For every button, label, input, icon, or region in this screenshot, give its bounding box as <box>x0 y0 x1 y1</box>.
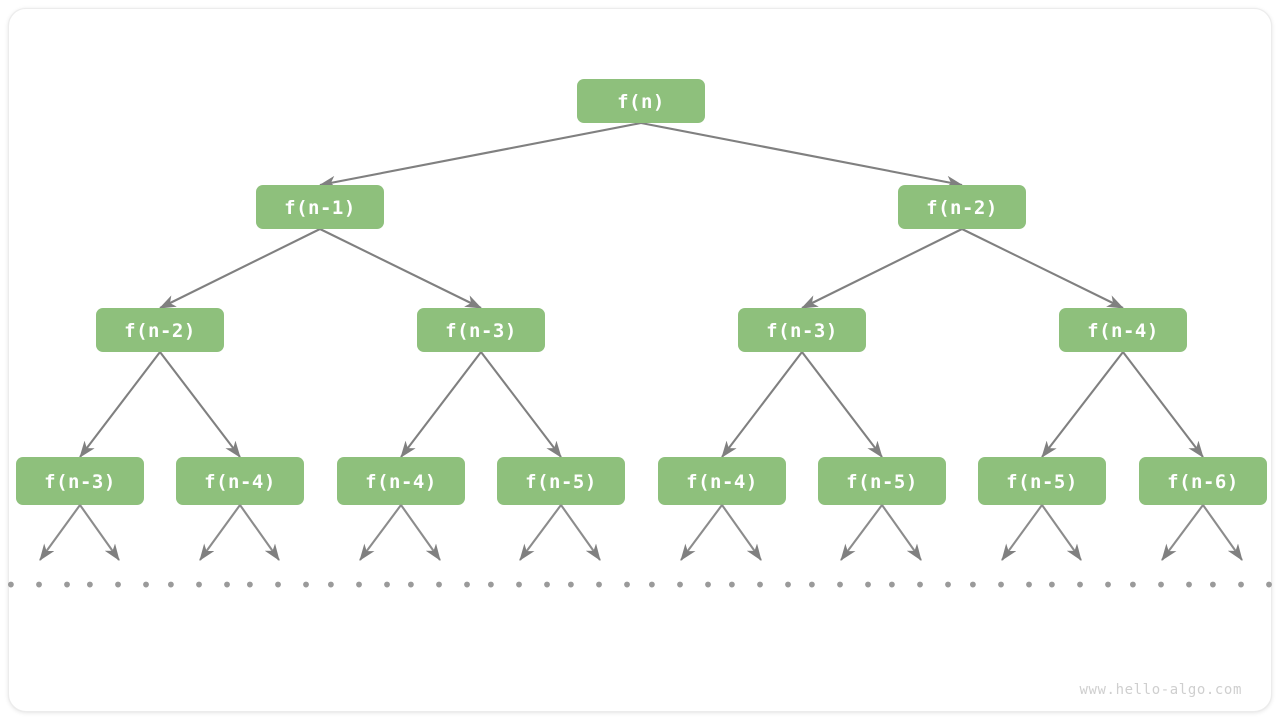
node-label: f(n-1) <box>284 197 356 219</box>
node-label: f(n-5) <box>525 471 597 493</box>
tree-node[interactable]: f(n-4) <box>658 457 786 505</box>
tree-edge <box>480 351 562 458</box>
node-box <box>96 308 224 352</box>
node-label: f(n-3) <box>44 471 116 493</box>
ellipsis-edge <box>1202 504 1243 561</box>
node-box <box>898 185 1026 229</box>
ellipsis-marker: • • • <box>5 573 75 597</box>
node-box <box>738 308 866 352</box>
tree-edge <box>721 351 803 458</box>
ellipsis-marker: • • • <box>726 573 796 597</box>
node-box <box>1059 308 1187 352</box>
tree-edge <box>159 228 321 309</box>
ellipsis-marker: • • • <box>165 573 235 597</box>
ellipsis-marker: • • • <box>405 573 475 597</box>
ellipsis-marker: • • • <box>485 573 555 597</box>
ellipsis-marker: • • • <box>84 573 154 597</box>
ellipsis-edge <box>199 504 241 561</box>
node-label: f(n-5) <box>846 471 918 493</box>
ellipsis-marker: • • • <box>646 573 716 597</box>
tree-edge <box>319 228 482 309</box>
tree-node[interactable]: f(n-3) <box>16 457 144 505</box>
node-label: f(n-4) <box>1087 320 1159 342</box>
edges-layer <box>79 121 1204 458</box>
node-label: f(n-2) <box>926 197 998 219</box>
node-label: f(n-4) <box>686 471 758 493</box>
ellipsis-edge <box>881 504 922 561</box>
ellipsis-edge <box>840 504 883 561</box>
ellipsis-edge <box>721 504 762 561</box>
tree-node[interactable]: f(n-5) <box>978 457 1106 505</box>
node-box <box>818 457 946 505</box>
tree-node[interactable]: f(n-6) <box>1139 457 1267 505</box>
tree-node[interactable]: f(n-3) <box>417 308 545 352</box>
ellipsis-layer: • • • • • • • • • • • • • • • • • • • • • • • •… <box>5 504 1277 597</box>
ellipsis-marker: • • • <box>967 573 1037 597</box>
ellipsis-edge <box>1161 504 1204 561</box>
tree-node[interactable]: f(n) <box>577 79 705 123</box>
ellipsis-edge <box>359 504 402 561</box>
node-box <box>256 185 384 229</box>
tree-edge <box>1041 351 1124 458</box>
ellipsis-marker: • • • <box>325 573 395 597</box>
figure-card <box>8 8 1272 712</box>
node-label: f(n-5) <box>1006 471 1078 493</box>
tree-edge <box>318 121 642 189</box>
tree-edge <box>961 228 1124 309</box>
ellipsis-marker: • • • <box>1207 573 1277 597</box>
tree-edge <box>801 228 963 309</box>
tree-node[interactable]: f(n-2) <box>898 185 1026 229</box>
ellipsis-marker: • • • <box>1046 573 1116 597</box>
tree-node[interactable]: f(n-4) <box>337 457 465 505</box>
ellipsis-edge <box>1041 504 1082 561</box>
node-box <box>16 457 144 505</box>
node-box <box>577 79 705 123</box>
tree-edge <box>801 351 883 458</box>
tree-node[interactable]: f(n-4) <box>176 457 304 505</box>
ellipsis-edge <box>680 504 723 561</box>
tree-edge <box>79 351 161 458</box>
node-label: f(n-4) <box>204 471 276 493</box>
ellipsis-marker: • • • <box>1127 573 1197 597</box>
node-label: f(n-3) <box>445 320 517 342</box>
ellipsis-edge <box>79 504 120 561</box>
node-label: f(n-4) <box>365 471 437 493</box>
tree-edge <box>1122 351 1204 458</box>
ellipsis-edge <box>239 504 280 561</box>
node-label: f(n-3) <box>766 320 838 342</box>
node-box <box>978 457 1106 505</box>
tree-edge <box>400 351 482 458</box>
ellipsis-marker: • • • <box>806 573 876 597</box>
ellipsis-marker: • • • <box>244 573 314 597</box>
ellipsis-edge <box>519 504 562 561</box>
nodes-layer: f(n) f(n-1) f(n-2) f(n-2) f(n-3) f(n-3) f(n-4)… <box>16 79 1267 505</box>
tree-edge <box>640 121 964 189</box>
tree-node[interactable]: f(n-1) <box>256 185 384 229</box>
ellipsis-edge <box>1001 504 1043 561</box>
ellipsis-marker: • • • <box>565 573 635 597</box>
ellipsis-edge <box>560 504 601 561</box>
node-box <box>176 457 304 505</box>
tree-node[interactable]: f(n-3) <box>738 308 866 352</box>
ellipsis-edge <box>400 504 441 561</box>
node-box <box>1139 457 1267 505</box>
node-label: f(n-2) <box>124 320 196 342</box>
node-box <box>417 308 545 352</box>
tree-node[interactable]: f(n-4) <box>1059 308 1187 352</box>
tree-node[interactable]: f(n-5) <box>497 457 625 505</box>
node-label: f(n-6) <box>1167 471 1239 493</box>
watermark: www.hello-algo.com <box>1079 682 1242 698</box>
node-label: f(n) <box>617 91 665 113</box>
node-box <box>337 457 465 505</box>
ellipsis-edge <box>39 504 81 561</box>
tree-edge <box>159 351 241 458</box>
tree-node[interactable]: f(n-2) <box>96 308 224 352</box>
ellipsis-marker: • • • <box>886 573 956 597</box>
node-box <box>497 457 625 505</box>
node-box <box>658 457 786 505</box>
tree-node[interactable]: f(n-5) <box>818 457 946 505</box>
